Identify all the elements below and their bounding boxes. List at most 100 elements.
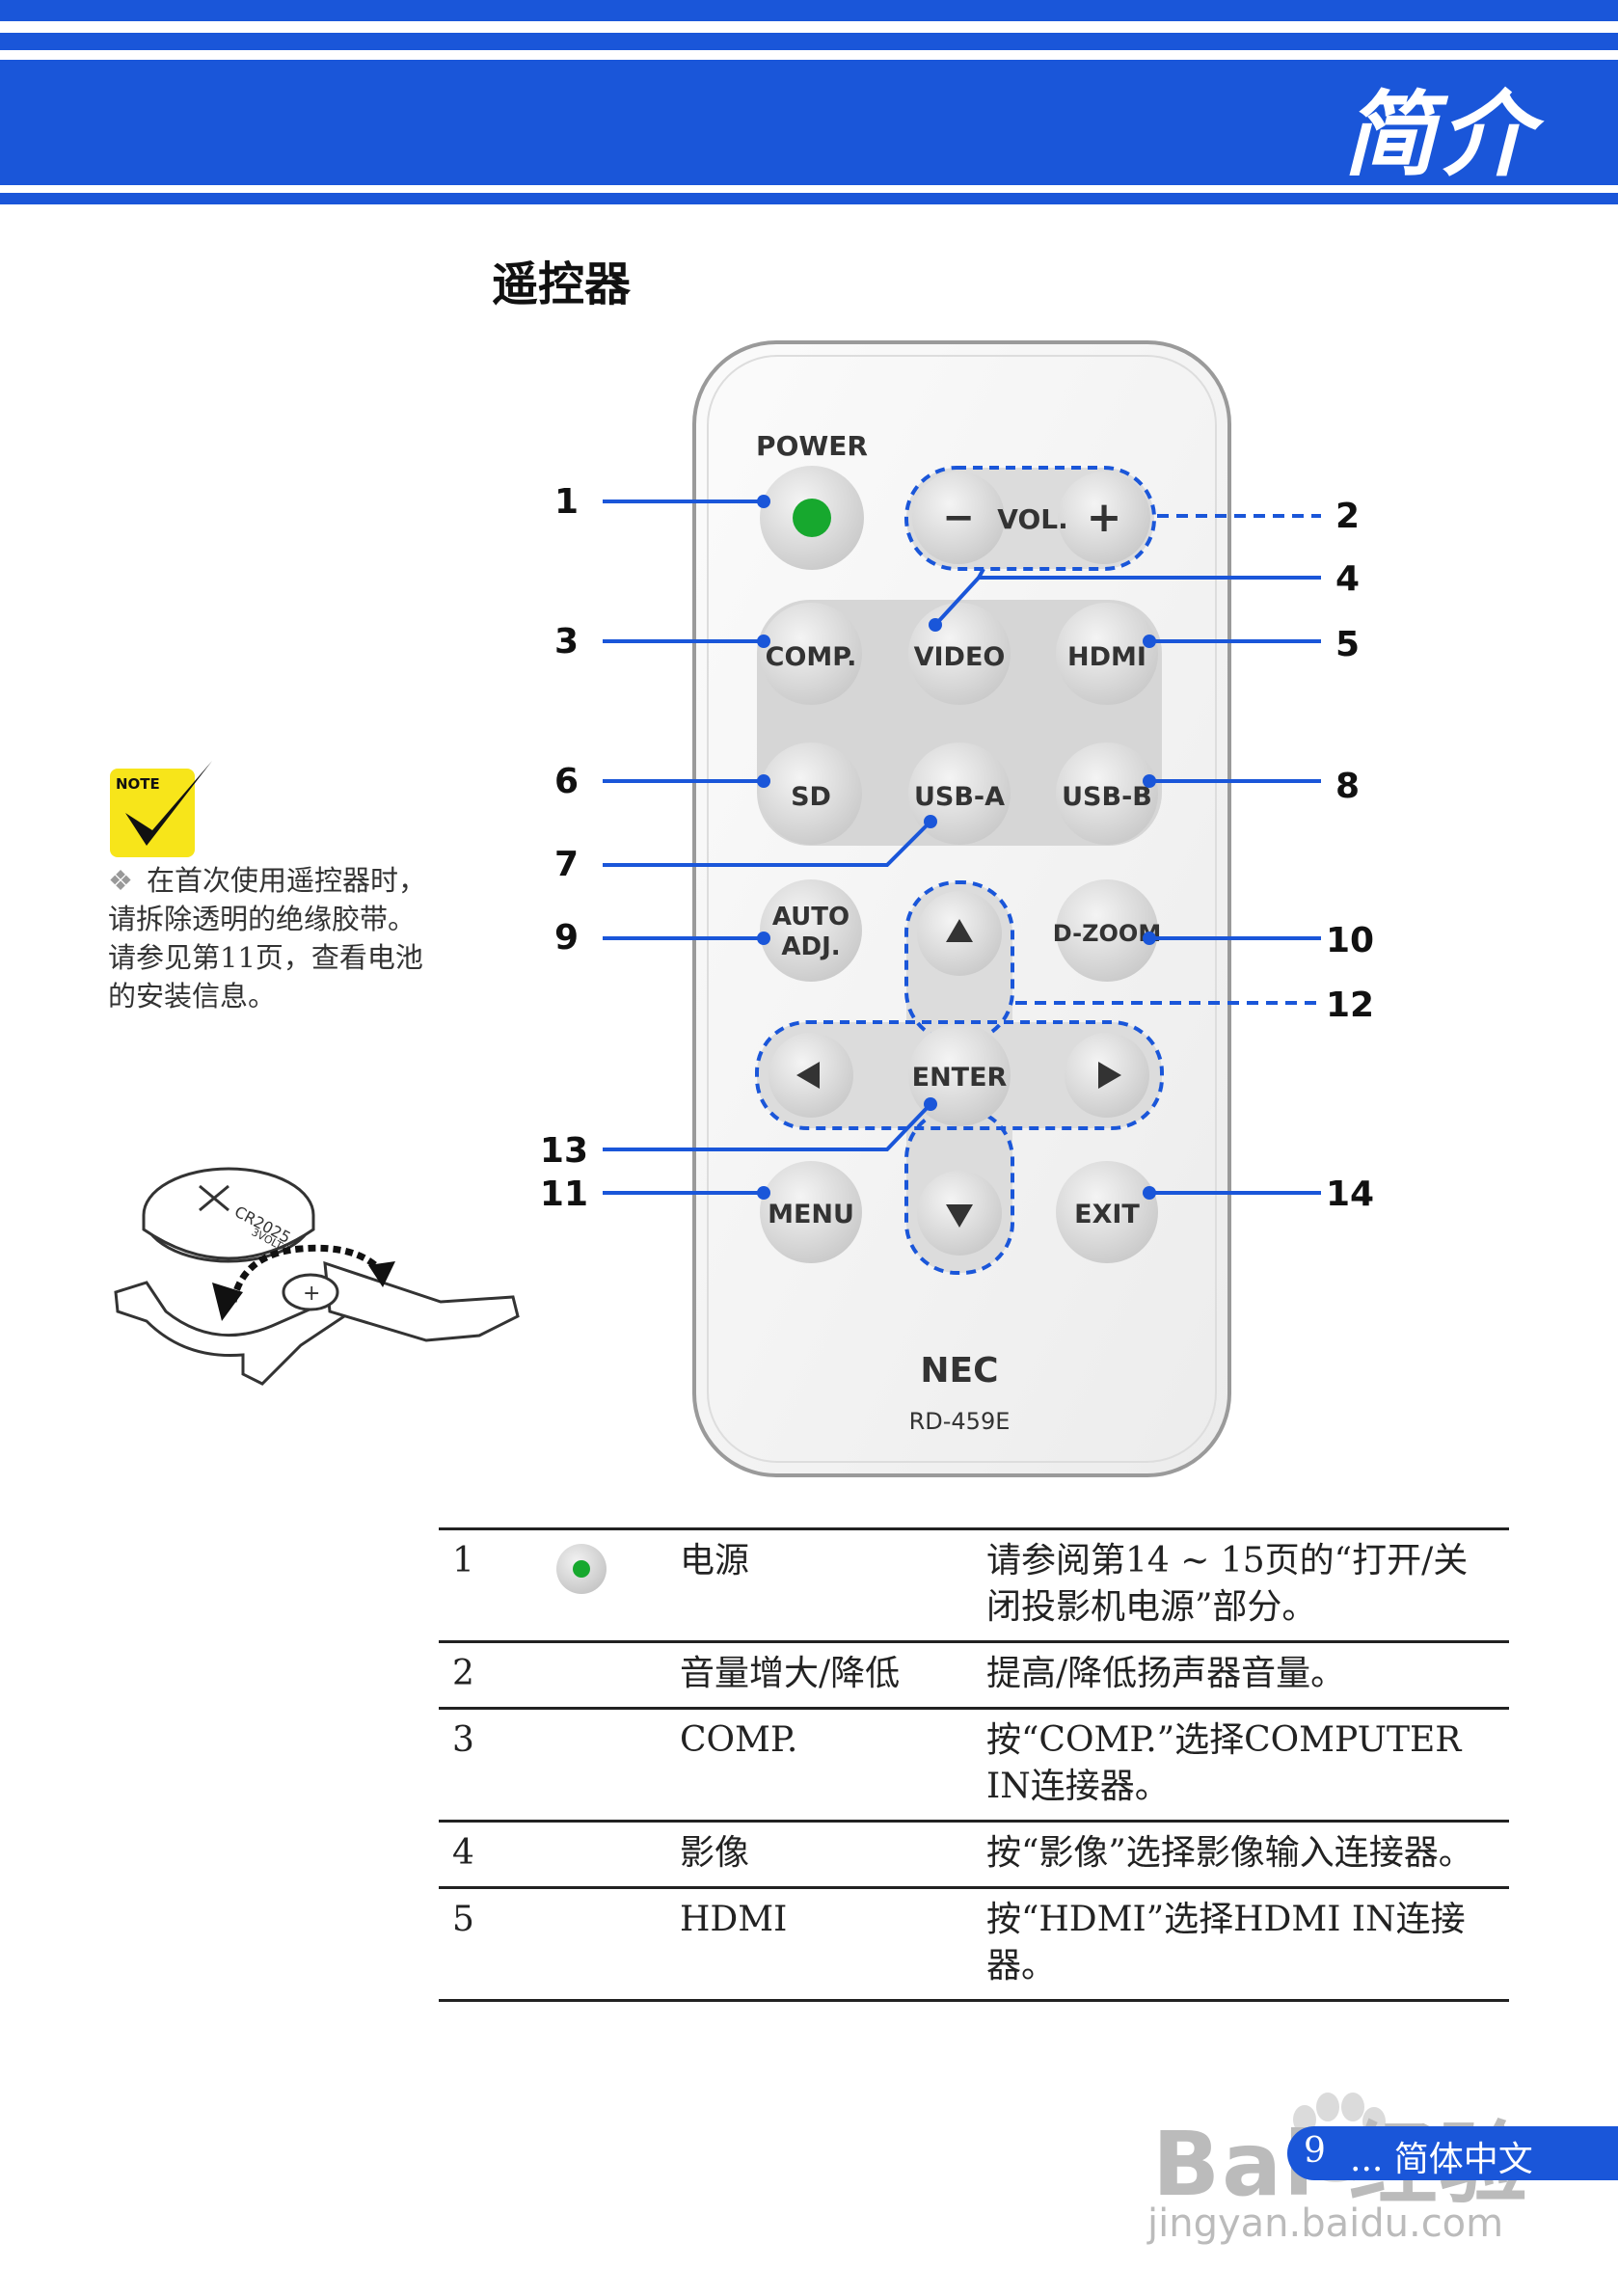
svg-text:ENTER: ENTER <box>912 1063 1008 1093</box>
arrow-icon <box>212 1283 243 1321</box>
footer-language: ... 简体中文 <box>1350 2140 1533 2179</box>
sd-button[interactable]: SD <box>760 743 862 845</box>
svg-text:SD: SD <box>791 782 831 812</box>
svg-text:USB-B: USB-B <box>1062 782 1152 812</box>
row-description: 按“影像”选择影像输入连接器。 <box>986 1833 1473 1873</box>
vol-minus: − <box>942 496 975 540</box>
section-title: 遥控器 <box>492 257 632 311</box>
table-row: 3 COMP. 按“COMP.”选择COMPUTER IN连接器。 <box>439 1709 1509 1822</box>
callout-10: 10 <box>1326 921 1375 960</box>
row-icon-cell <box>543 1888 666 2001</box>
callout-13: 13 <box>539 1131 588 1171</box>
row-name: 电源 <box>680 1541 750 1580</box>
menu-button[interactable]: MENU <box>760 1161 862 1263</box>
row-name: 影像 <box>680 1833 750 1873</box>
row-description: 按“HDMI”选择HDMI IN连接器。 <box>986 1900 1466 1985</box>
usb-b-button[interactable]: USB-B <box>1056 743 1158 845</box>
note-badge-text: NOTE <box>116 775 160 793</box>
callout-6: 6 <box>553 762 579 801</box>
remote-figure: POWER − VOL. + COMP. VIDEO HDMI <box>540 338 1408 1485</box>
up-arrow-icon <box>946 919 973 942</box>
battery-illustration: CR2025 3VOLTS + <box>114 1167 520 1386</box>
hdmi-button[interactable]: HDMI <box>1056 603 1158 705</box>
left-arrow-icon <box>796 1062 820 1089</box>
power-button-icon <box>556 1544 607 1594</box>
auto-adj-button[interactable]: AUTO ADJ. <box>760 879 862 982</box>
row-number: 3 <box>452 1720 474 1760</box>
header-banner: 简介 <box>0 0 1618 216</box>
row-icon-cell <box>543 1642 666 1709</box>
row-name: 音量增大/降低 <box>680 1654 901 1693</box>
watermark-url: jingyan.baidu.com <box>1147 2201 1504 2246</box>
right-button[interactable] <box>1065 1033 1149 1118</box>
callout-12: 12 <box>1326 986 1375 1025</box>
battery-holder <box>114 1281 362 1386</box>
battery-plus: + <box>303 1282 320 1306</box>
svg-text:HDMI: HDMI <box>1067 642 1146 672</box>
note-icon: NOTE <box>110 761 212 857</box>
row-icon-cell <box>543 1529 666 1642</box>
arrow-icon <box>368 1261 395 1287</box>
volume-button[interactable]: − VOL. + <box>904 466 1156 571</box>
row-name: COMP. <box>680 1720 798 1760</box>
brand-logo: NEC <box>920 1351 998 1391</box>
left-button[interactable] <box>769 1033 853 1118</box>
row-description: 请参阅第14 ~ 15页的“打开/关闭投影机电源”部分。 <box>986 1541 1469 1627</box>
comp-button[interactable]: COMP. <box>760 603 862 705</box>
page-title: 简介 <box>1343 81 1536 189</box>
row-number: 2 <box>452 1654 474 1693</box>
callout-9: 9 <box>553 918 579 958</box>
power-led <box>793 499 831 537</box>
video-button[interactable]: VIDEO <box>908 603 1011 705</box>
callout-11: 11 <box>539 1175 588 1214</box>
right-arrow-icon <box>1098 1062 1121 1089</box>
table-row: 4 影像 按“影像”选择影像输入连接器。 <box>439 1822 1509 1888</box>
button-description-table: 1 电源 请参阅第14 ~ 15页的“打开/关闭投影机电源”部分。 2 音量增大… <box>439 1527 1509 2002</box>
table-row: 5 HDMI 按“HDMI”选择HDMI IN连接器。 <box>439 1888 1509 2001</box>
svg-text:VIDEO: VIDEO <box>914 642 1006 672</box>
svg-text:AUTO: AUTO <box>772 903 849 932</box>
power-button[interactable] <box>760 466 864 570</box>
d-zoom-button[interactable]: D-ZOOM <box>1053 879 1161 982</box>
row-number: 5 <box>452 1900 474 1939</box>
callout-8: 8 <box>1335 767 1361 806</box>
diamond-bullet-icon: ❖ <box>108 864 133 897</box>
footer-tab <box>1287 2126 1618 2180</box>
table-row: 1 电源 请参阅第14 ~ 15页的“打开/关闭投影机电源”部分。 <box>439 1528 1509 1642</box>
svg-text:COMP.: COMP. <box>766 642 857 672</box>
battery-tape <box>323 1260 520 1342</box>
row-description: 按“COMP.”选择COMPUTER IN连接器。 <box>986 1720 1462 1806</box>
remote-illustration: POWER − VOL. + COMP. VIDEO HDMI <box>603 340 1321 1477</box>
power-label: POWER <box>756 430 868 462</box>
header-stripe <box>0 193 1618 204</box>
down-button[interactable] <box>917 1171 1002 1256</box>
row-icon-cell <box>543 1822 666 1888</box>
up-button[interactable] <box>917 891 1002 976</box>
svg-text:EXIT: EXIT <box>1074 1200 1140 1229</box>
model-number: RD-459E <box>909 1408 1011 1435</box>
svg-text:USB-A: USB-A <box>914 782 1005 812</box>
row-icon-cell <box>543 1709 666 1822</box>
svg-text:ADJ.: ADJ. <box>781 932 840 961</box>
leader-lines-dashed <box>1015 514 1321 1005</box>
leader-lines <box>603 500 1321 1195</box>
row-number: 4 <box>452 1833 474 1873</box>
row-description: 提高/降低扬声器音量。 <box>986 1654 1346 1693</box>
row-name: HDMI <box>680 1900 788 1939</box>
callout-7: 7 <box>553 845 579 884</box>
note-badge-bg <box>110 769 195 857</box>
callout-3: 3 <box>553 622 579 662</box>
callout-14: 14 <box>1326 1175 1375 1214</box>
battery-arrows <box>229 1244 386 1303</box>
callout-2: 2 <box>1335 497 1361 536</box>
callout-5: 5 <box>1335 625 1361 664</box>
callout-4: 4 <box>1335 559 1361 599</box>
down-arrow-icon <box>946 1204 973 1228</box>
leader-dots <box>757 495 1156 1200</box>
exit-button[interactable]: EXIT <box>1056 1161 1158 1263</box>
row-number: 1 <box>452 1541 474 1580</box>
page-number: 9 <box>1304 2131 1326 2171</box>
vol-plus: + <box>1087 493 1122 542</box>
header-stripe <box>0 0 1618 21</box>
table-row: 2 音量增大/降低 提高/降低扬声器音量。 <box>439 1642 1509 1709</box>
